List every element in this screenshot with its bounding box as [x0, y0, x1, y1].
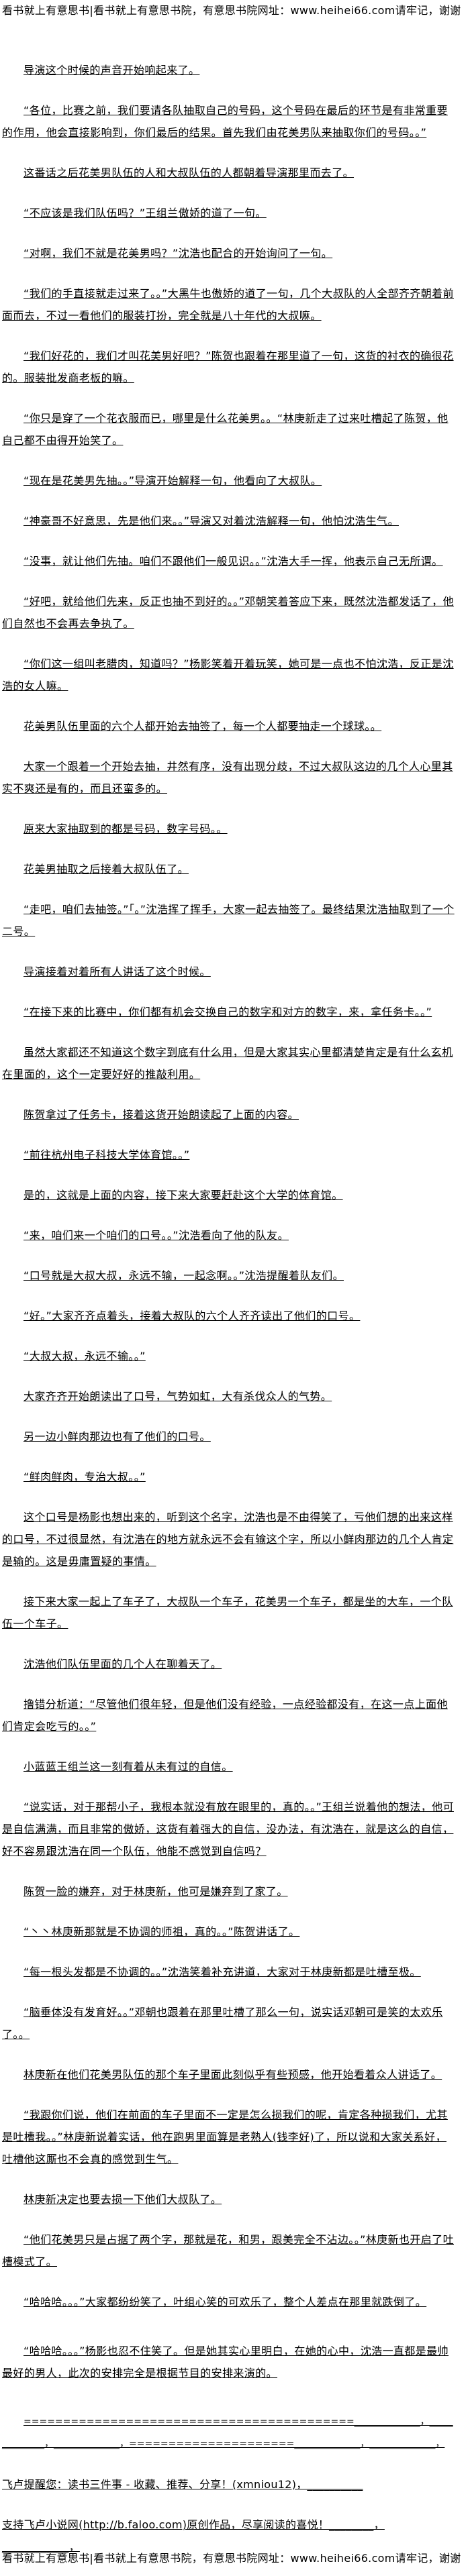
- paragraph: “说实话，对于那帮小子，我根本就没有放在眼里的，真的。。”王组兰说着他的想法，他…: [2, 1801, 454, 1858]
- paragraph: “你只是穿了一个花衣服而已，哪里是什么花美男。。“林庚新走了过来吐槽起了陈贺，他…: [2, 412, 449, 447]
- paragraph: “哈哈哈。。。”大家都纷纷笑了，叶组心笑的可欢乐了，整个人差点在那里就跌倒了。: [23, 2296, 427, 2308]
- paragraph: 撸错分析道：“尽管他们很年轻，但是他们没有经验，一点经验都没有，在这一点上面他们…: [2, 1698, 448, 1733]
- paragraph: 原来大家抽取到的都是号码，数字号码。。: [23, 822, 228, 835]
- paragraph: 陈贺一脸的嫌弃，对于林庚新，他可是嫌弃到了家了。: [23, 1885, 288, 1898]
- paragraph: “鲜肉鲜肉，专治大叔。。”: [23, 1470, 146, 1483]
- paragraph: 花美男队伍里面的六个人都开始去抽签了，每一个人都要抽走一个球球。。: [23, 720, 382, 733]
- paragraph: “我们好花的，我们才叫花美男好吧？”陈贺也跟着在那里道了一句，这货的衬衣的确很花…: [2, 350, 454, 384]
- paragraph: “各位，比赛之前，我们要请各队抽取自己的号码，这个号码在最后的环节是有非常重要的…: [2, 104, 448, 139]
- paragraph: 这个口号是杨影也想出来的，听到这个名字，沈浩也是不由得笑了，亏他们想的出来这样的…: [2, 1511, 454, 1568]
- paragraph: “口号就是大叔大叔，永远不输，一起念啊。。”沈浩提醒着队友们。: [23, 1269, 344, 1282]
- paragraph: “他们花美男只是占据了两个字，那就是花，和男，跟美完全不沾边。。”林庚新也开启了…: [2, 2233, 454, 2268]
- paragraph: 导演这个时候的声音开始响起来了。: [23, 64, 200, 76]
- faloo-reminder: 飞卢提醒您：读书三件事 - 收藏、推荐、分享！(xmniou12)，______…: [2, 2478, 363, 2491]
- paragraph: 这番话之后花美男队伍的人和大叔队伍的人都朝着导演那里而去了。: [23, 166, 355, 179]
- paragraph-list: 导演这个时候的声音开始响起来了。 “各位，比赛之前，我们要请各队抽取自己的号码，这…: [2, 59, 456, 2384]
- chapter-content: 导演这个时候的声音开始响起来了。 “各位，比赛之前，我们要请各队抽取自己的号码，这…: [2, 59, 456, 2576]
- faloo-support-link[interactable]: 支持飞卢小说网(http://b.faloo.com)原创作品，尽享阅读的喜悦！…: [2, 2518, 385, 2553]
- paragraph: 林庚新决定也要去损一下他们大叔队了。: [23, 2193, 222, 2206]
- paragraph: 接下来大家一起上了车子了，大叔队一个车子，花美男一个车子，都是坐的大车，一个队伍…: [2, 1595, 453, 1630]
- paragraph: “来，咱们来一个咱们的口号。。”沈浩看向了他的队友。: [23, 1229, 289, 1242]
- paragraph: 另一边小鲜肉那边也有了他们的口号。: [23, 1430, 211, 1443]
- paragraph: “神豪哥不好意思，先是他们来。。”导演又对着沈浩解释一句，他怕沈浩生气。: [23, 515, 399, 527]
- paragraph: 陈贺拿过了任务卡，接着这货开始朗读起了上面的内容。: [23, 1108, 299, 1121]
- paragraph: “前往杭州电子科技大学体育馆。。”: [23, 1148, 190, 1161]
- paragraph: “好吧，就给他们先来，反正也抽不到好的。。”邓朝笑着答应下来，既然沈浩都发话了，…: [2, 595, 454, 630]
- paragraph: “现在是花美男先抽。。”导演开始解释一句，他看向了大叔队。: [23, 474, 322, 487]
- paragraph: “丶丶林庚新那就是不协调的师祖，真的。。”陈贺讲话了。: [23, 1925, 300, 1938]
- divider-line: ========================================…: [2, 2416, 453, 2449]
- site-banner-bottom: 看书就上有意思书|看书就上有意思书院，有意思书院网址：www.heihei66.…: [2, 2552, 461, 2565]
- paragraph: 虽然大家都还不知道这个数字到底有什么用，但是大家其实心里都清楚肯定是有什么玄机在…: [2, 1046, 453, 1081]
- paragraph: 沈浩他们队伍里面的几个人在聊着天了。: [23, 1658, 222, 1670]
- paragraph: 林庚新在他们花美男队伍的那个车子里面此刻似乎有些预感，他开始看着众人讲话了。: [23, 2068, 442, 2081]
- paragraph: “走吧，咱们去抽签。”「。”沈浩挥了挥手，大家一起去抽签了。最终结果沈浩抽取到了…: [2, 903, 455, 938]
- site-banner-top: 看书就上有意思书|看书就上有意思书院，有意思书院网址：www.heihei66.…: [2, 4, 461, 17]
- paragraph: 导演接着对着所有人讲话了这个时候。: [23, 965, 211, 978]
- paragraph: “没事，就让他们先抽。咱们不跟他们一般见识。。”沈浩大手一挥，他表示自己无所谓。: [23, 555, 443, 568]
- paragraph: “哈哈哈。。。”杨影也忍不住笑了。但是她其实心里明白，在她的心中，沈浩一直都是最…: [2, 2345, 449, 2379]
- paragraph: “脑垂体没有发育好。。”邓朝也跟着在那里吐槽了那么一句，说实话邓朝可是笑的太欢乐…: [2, 2006, 443, 2041]
- paragraph: “对啊，我们不就是花美男吗？”沈浩也配合的开始询问了一句。: [23, 247, 333, 260]
- paragraph: 花美男抽取之后接着大叔队伍了。: [23, 863, 189, 875]
- paragraph: “不应该是我们队伍吗？”王组兰傲娇的道了一句。: [23, 207, 267, 219]
- paragraph: “大叔大叔，永远不输。。”: [23, 1350, 146, 1362]
- paragraph: “你们这一组叫老腊肉，知道吗？”杨影笑着开着玩笑，她可是一点也不怕沈浩，反正是沈…: [2, 657, 454, 692]
- paragraph: 大家一个跟着一个开始去抽，井然有序，没有出现分歧，不过大叔队这边的几个人心里其实…: [2, 760, 453, 795]
- paragraph: “每一根头发都是不协调的。。”沈浩笑着补充讲道，大家对于林庚新都是吐槽至极。: [23, 1966, 421, 1978]
- paragraph: “在接下来的比赛中，你们都有机会交换自己的数字和对方的数字，来，拿任务卡。。”: [23, 1006, 432, 1018]
- paragraph: 大家齐齐开始朗读出了口号，气势如虹，大有杀伐众人的气势。: [23, 1390, 332, 1403]
- paragraph: “我们的手直接就走过来了。。”大黑牛也傲娇的道了一句，几个大叔队的人全部齐齐朝着…: [2, 287, 454, 322]
- paragraph: 是的，这就是上面的内容，接下来大家要赶赴这个大学的体育馆。: [23, 1189, 343, 1201]
- paragraph: “我跟你们说，他们在前面的车子里面不一定是怎么损我们的呢，肯定各种损我们，尤其是…: [2, 2108, 448, 2165]
- paragraph: 小蓝蓝王组兰这一刻有着从未有过的自信。: [23, 1760, 233, 1773]
- paragraph: “好。”大家齐齐点着头，接着大叔队的六个人齐齐读出了他们的口号。: [23, 1309, 361, 1322]
